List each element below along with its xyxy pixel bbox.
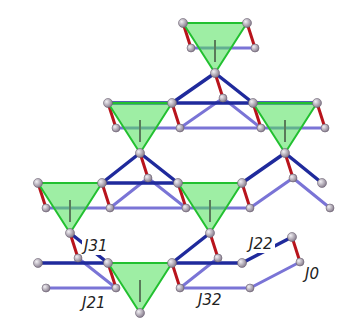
coupling-label: J21 [80,295,108,312]
lower-bonds [46,48,330,288]
coupling-label: J31 [82,238,110,255]
upper-bonds [38,73,322,263]
green-triangles [38,23,317,313]
pyramid-axes [70,40,285,302]
coupling-label: J32 [196,292,224,309]
coupling-label: J0 [303,266,321,283]
coupling-label: J22 [247,236,275,253]
interlayer-bonds [38,23,325,288]
atoms [34,19,335,318]
